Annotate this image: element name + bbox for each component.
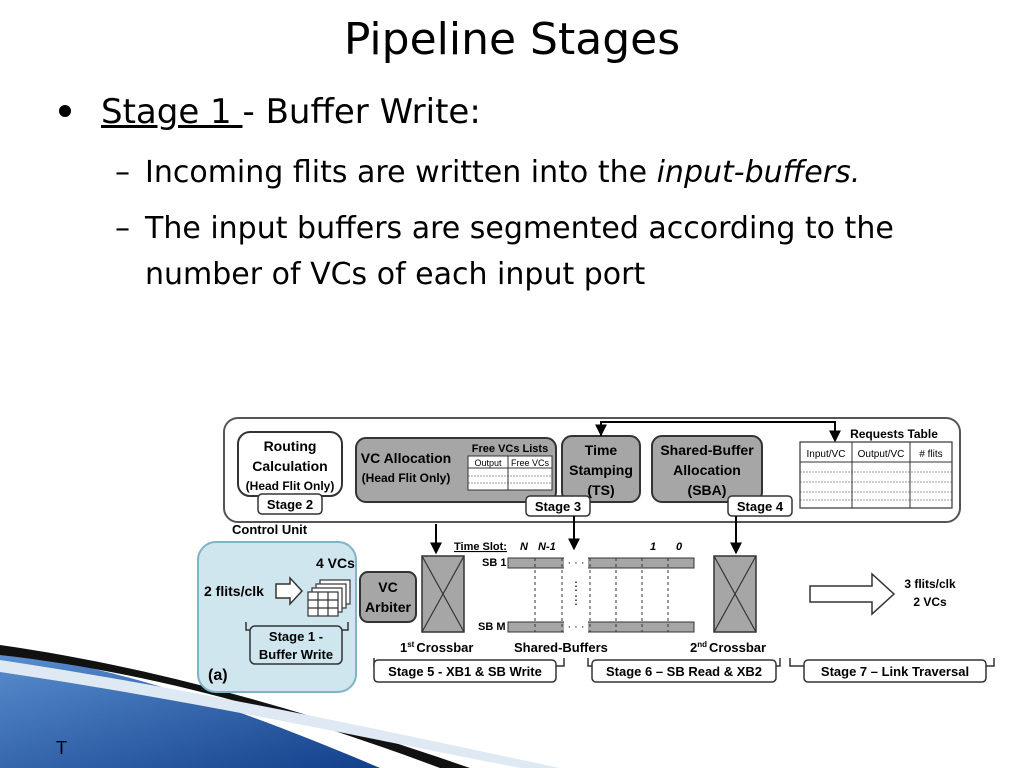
flits3-line2: 2 VCs [913,595,947,609]
slot-n1: N-1 [538,541,556,553]
vc-buffers-icon [307,579,351,617]
crossbar1-sup: st [407,640,414,649]
input-arrow-icon [275,576,304,606]
output-arrow-icon [809,572,896,616]
sub-bullet-text: Incoming flits are written into the [145,155,657,190]
sba-box [651,435,763,503]
flits3-line1: 3 flits/clk [904,577,956,591]
req-col-input: Input/VC [807,449,846,460]
dash-icon: – [115,211,130,246]
sba-line2: Allocation [673,462,741,478]
stage5-label: Stage 5 - XB1 & SB Write [388,664,542,679]
stage1-line1: Stage 1 - [269,629,323,644]
free-vcs-col-output: Output [474,458,502,468]
bullet-stage-desc: - Buffer Write: [242,92,481,132]
stage6-label: Stage 6 – SB Read & XB2 [606,664,762,679]
bullet-dot-icon [59,105,71,117]
stage5-label-box [373,659,557,683]
crossbar1-num: 1 [400,640,407,655]
stage3-label: Stage 3 [535,499,581,514]
stage2-label: Stage 2 [267,497,313,512]
stage4-label-box [727,495,793,517]
sbm-bar [507,621,695,633]
dash-icon: – [115,155,130,190]
vc-arbiter-line1: VC [378,579,397,595]
free-vcs-title: Free VCs Lists [472,443,548,455]
stage7-label: Stage 7 – Link Traversal [821,664,969,679]
dots-vertical-2: ⋮ [570,593,582,607]
req-col-output: Output/VC [858,449,905,460]
sub-bullet-italic: input-buffers. [656,155,861,190]
dots-vertical: ⋮ [570,579,582,593]
dots-top: · · · [567,557,584,569]
sub-bullet-line1: The input buffers are segmented accordin… [145,211,894,246]
slide-title: Pipeline Stages [343,14,681,65]
routing-line2: Calculation [252,458,327,474]
sbm-label: SB M [478,621,506,633]
bullet-stage-label: Stage 1 [101,92,243,132]
flits2-label: 2 flits/clk [204,583,264,599]
sba-line3: (SBA) [688,482,727,498]
slot-n: N [520,541,529,553]
routing-line3: (Head Flit Only) [246,479,335,493]
slot-0: 0 [676,541,683,553]
crossbar2-sup: nd [697,640,707,649]
label-a: (a) [208,667,228,684]
vc-arbiter-line2: Arbiter [365,599,411,615]
bullet-list: Stage 1 - Buffer Write: – Incoming flits… [55,92,985,298]
sb1-bar [507,557,695,569]
crossbar2-num: 2 [690,640,697,655]
stage6-label-box [591,659,777,683]
sub-bullet-segmented: – The input buffers are segmented accord… [55,206,985,298]
stage3-label-box [525,495,591,517]
time-stamping-line2: Stamping [569,462,633,478]
dots-bottom: · · · [567,621,584,633]
req-col-flits: # flits [919,449,942,460]
stage7-label-box [803,659,987,683]
requests-table [799,441,953,509]
stage1-line2: Buffer Write [259,647,333,662]
vc-arbiter-box [359,571,417,623]
sub-bullet-incoming: – Incoming flits are written into the in… [55,150,985,196]
footer-text: T [56,738,67,758]
pipeline-diagram: Routing Calculation (Head Flit Only) Sta… [197,417,995,693]
crossbar1-text: Crossbar [416,640,473,655]
vcs4-label: 4 VCs [316,555,355,571]
vc-allocation-line2: (Head Flit Only) [362,471,451,485]
routing-line1: Routing [264,438,317,454]
free-vcs-col-free: Free VCs [511,458,550,468]
stage2-label-box [257,493,323,515]
stage4-label: Stage 4 [737,499,784,514]
free-vcs-table [467,455,553,491]
stage1-label-box [249,625,343,665]
sb1-label: SB 1 [482,557,506,569]
vc-allocation-line1: VC Allocation [361,450,452,466]
control-unit-label: Control Unit [232,522,308,537]
sba-line1: Shared-Buffer [660,442,754,458]
bullet-stage1: Stage 1 - Buffer Write: [55,92,985,140]
crossbar2-text: Crossbar [709,640,766,655]
sub-bullet-line2: number of VCs of each input port [145,257,646,292]
time-stamping-line1: Time [585,442,618,458]
requests-table-title: Requests Table [850,427,938,441]
time-stamping-line3: (TS) [587,482,614,498]
timeslot-label: Time Slot: [454,541,507,553]
slot-1: 1 [650,541,656,553]
shared-buffers-label: Shared-Buffers [514,640,608,655]
